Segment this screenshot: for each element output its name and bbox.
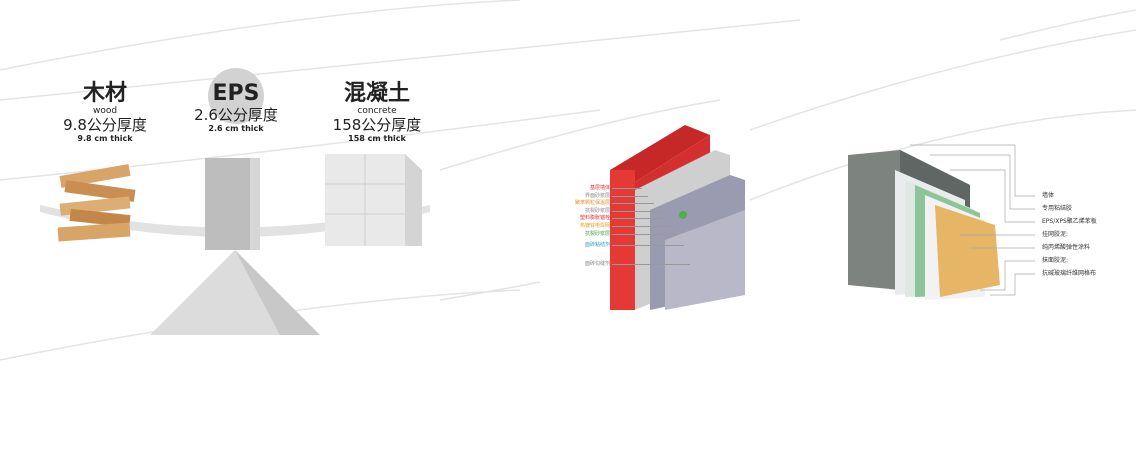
panel-layer-label: 抹面胶泥: xyxy=(1042,257,1069,264)
material-thickness: 9.8公分厚度 xyxy=(63,116,147,134)
material-name: 木材 xyxy=(82,81,127,106)
brick-layer-label: 聚苯颗粒保温层 xyxy=(574,200,610,206)
leader-line xyxy=(612,264,690,265)
eps-highlight-circle xyxy=(208,68,264,124)
material-name: EPS xyxy=(212,81,260,106)
leader-lines xyxy=(910,144,1035,296)
brick-layer-label: 界面砂浆层 xyxy=(584,193,610,199)
leader-line xyxy=(612,211,660,212)
eps-block xyxy=(205,158,260,250)
panel-layers xyxy=(848,150,1000,300)
material-thickness-en: 158 cm thick xyxy=(348,134,406,143)
material-eps: EPS 2.6公分厚度 2.6 cm thick xyxy=(186,82,286,134)
brick-layer-label: 面砖粘结剂 xyxy=(584,242,610,248)
brick-layer-label: 塑料膨胀锚栓 xyxy=(579,215,610,221)
leader-line xyxy=(612,188,642,189)
material-name-en: concrete xyxy=(357,106,397,116)
brick-layer-label: 基层墙体 xyxy=(589,185,610,191)
concrete-block xyxy=(325,154,422,246)
panel-layer-label: 抗碱玻璃纤维网格布 xyxy=(1042,270,1097,277)
material-name-en: wood xyxy=(92,106,118,116)
panel-layer-label: 纯丙烯酸弹性涂料 xyxy=(1042,244,1091,251)
panel-layer-label: 挂网胶泥: xyxy=(1042,231,1069,238)
material-name: 混凝土 xyxy=(343,81,410,106)
brick-layer-label: 抗裂砂浆层 xyxy=(584,208,610,214)
brick-wall-layers xyxy=(610,125,745,310)
leader-line xyxy=(612,196,648,197)
wood-planks xyxy=(57,164,136,242)
material-thickness-en: 9.8 cm thick xyxy=(77,134,133,143)
material-concrete: 混凝土 concrete 158公分厚度 158 cm thick xyxy=(322,82,432,144)
leader-line xyxy=(612,218,666,219)
panel-layer-label: EPS/XPS聚乙烯苯板 xyxy=(1042,218,1097,225)
leader-line xyxy=(612,234,678,235)
material-thickness-en: 2.6 cm thick xyxy=(208,124,264,133)
balance-scale xyxy=(40,154,430,335)
material-wood: 木材 wood 9.8公分厚度 9.8 cm thick xyxy=(55,82,155,144)
leader-line xyxy=(612,226,672,227)
panel-layer-label: 墙体 xyxy=(1042,192,1055,199)
material-thickness: 158公分厚度 xyxy=(332,116,422,134)
leader-line xyxy=(612,203,654,204)
brick-layer-label: 面砖勾缝剂 xyxy=(584,261,610,267)
material-thickness: 2.6公分厚度 xyxy=(194,106,278,124)
panel-layer-label: 专用粘结胶 xyxy=(1042,205,1073,212)
leader-line xyxy=(612,245,684,246)
brick-layer-label: 热镀锌电焊网 xyxy=(579,223,610,229)
brick-layer-label: 抗裂砂浆层 xyxy=(584,231,610,237)
